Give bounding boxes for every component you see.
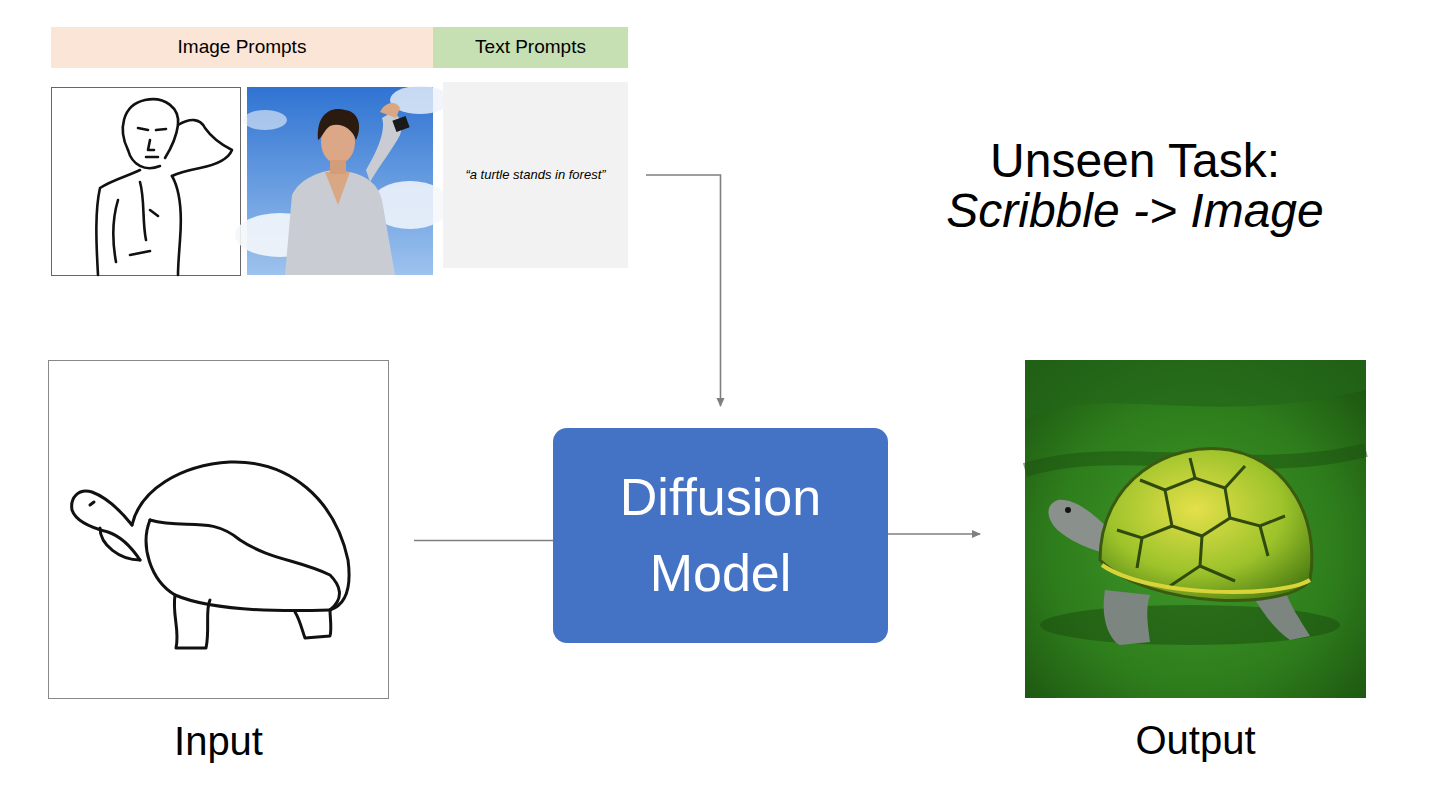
header-band: Text Prompts: [433, 27, 628, 68]
connector-arrow: [646, 175, 721, 406]
image-caption: Output: [1005, 716, 1386, 764]
image-box: Input: [48, 360, 389, 699]
image-caption: Input: [28, 717, 409, 765]
process-box: Diffusion Model: [553, 428, 888, 643]
connector-arrow: [414, 540, 553, 542]
node-text: “a turtle stands in forest”: [459, 167, 611, 183]
generated-turtle: [1025, 360, 1366, 698]
scribble-turtle: [49, 361, 389, 699]
text-prompt-box: “a turtle stands in forest”: [443, 82, 628, 268]
scribble-person: [52, 88, 241, 276]
node-text: Image Prompts: [172, 36, 313, 59]
task-name: Scribble -> Image: [855, 182, 1415, 240]
image-box: Output: [1025, 360, 1366, 698]
node-text: Diffusion Model: [553, 460, 888, 611]
connector-arrow: [888, 533, 980, 535]
task-heading: Unseen Task:: [855, 132, 1415, 190]
person-photo: [235, 86, 450, 275]
node-text: Text Prompts: [469, 36, 592, 59]
header-band: Image Prompts: [51, 27, 433, 68]
